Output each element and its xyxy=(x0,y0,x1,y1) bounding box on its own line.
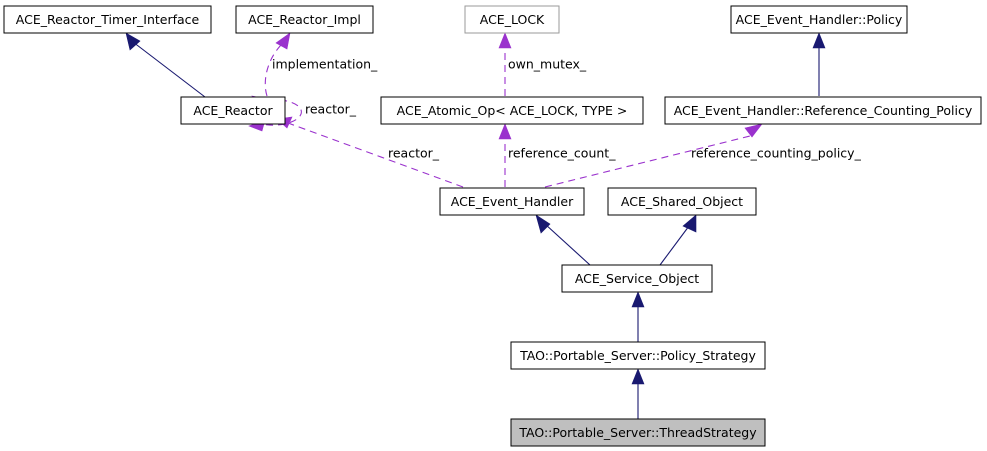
node-label-ace-service-object: ACE_Service_Object xyxy=(575,271,699,286)
node-label-ace-reactor-impl: ACE_Reactor_Impl xyxy=(248,12,361,27)
edge-reactor-to-timer-interface xyxy=(125,32,206,98)
node-ace-reactor-impl[interactable]: ACE_Reactor_Impl xyxy=(235,5,374,34)
edge-label-reference-counting-policy: reference_counting_policy_ xyxy=(691,146,862,161)
edge-reactor-to-reactor-impl xyxy=(264,32,291,97)
edge-layer xyxy=(125,32,826,419)
edge-thread-strategy-to-policy-strategy xyxy=(631,368,645,419)
node-label-ace-lock: ACE_LOCK xyxy=(480,12,545,27)
node-ace-lock[interactable]: ACE_LOCK xyxy=(464,5,560,34)
edge-event-handler-to-atomic-op xyxy=(498,123,512,187)
node-tao-policy-strategy[interactable]: TAO::Portable_Server::Policy_Strategy xyxy=(510,341,766,370)
node-ace-reactor[interactable]: ACE_Reactor xyxy=(180,96,286,125)
edge-refcount-policy-to-eh-policy xyxy=(812,32,826,96)
edge-label-reactor: reactor_ xyxy=(388,146,440,161)
node-label-ace-shared-object: ACE_Shared_Object xyxy=(621,194,743,209)
node-ace-event-handler-policy[interactable]: ACE_Event_Handler::Policy xyxy=(730,5,908,34)
node-ace-atomic-op[interactable]: ACE_Atomic_Op< ACE_LOCK, TYPE > xyxy=(380,96,644,125)
edge-label-implementation: implementation_ xyxy=(272,57,378,72)
edge-label-reactor-self: reactor_ xyxy=(305,102,357,117)
edge-service-object-to-event-handler xyxy=(535,214,591,266)
edge-label-reference-count: reference_count_ xyxy=(508,146,616,161)
edge-event-handler-to-refcount-policy xyxy=(544,123,763,188)
node-ace-shared-object[interactable]: ACE_Shared_Object xyxy=(607,187,757,216)
node-ace-event-handler[interactable]: ACE_Event_Handler xyxy=(439,187,585,216)
node-label-tao-policy-strategy: TAO::Portable_Server::Policy_Strategy xyxy=(519,348,756,363)
node-layer: ACE_Reactor_Timer_Interface ACE_Reactor_… xyxy=(3,5,982,447)
node-label-tao-thread-strategy: TAO::Portable_Server::ThreadStrategy xyxy=(518,425,757,440)
edge-service-object-to-shared-object xyxy=(659,214,697,266)
node-ace-reactor-timer-interface[interactable]: ACE_Reactor_Timer_Interface xyxy=(3,5,212,34)
node-label-ace-event-handler-policy: ACE_Event_Handler::Policy xyxy=(736,12,903,27)
edge-atomic-op-to-ace-lock xyxy=(498,32,512,96)
node-tao-thread-strategy[interactable]: TAO::Portable_Server::ThreadStrategy xyxy=(510,418,766,447)
node-ace-event-handler-reference-counting-policy[interactable]: ACE_Event_Handler::Reference_Counting_Po… xyxy=(664,96,982,125)
edge-policy-strategy-to-service-object xyxy=(631,291,645,342)
node-label-ace-reactor: ACE_Reactor xyxy=(193,103,273,118)
edge-label-own-mutex: own_mutex_ xyxy=(508,57,587,72)
node-ace-service-object[interactable]: ACE_Service_Object xyxy=(561,264,713,293)
node-label-ace-event-handler: ACE_Event_Handler xyxy=(451,194,574,209)
node-label-reference-counting-policy: ACE_Event_Handler::Reference_Counting_Po… xyxy=(674,103,973,118)
node-label-ace-atomic-op: ACE_Atomic_Op< ACE_LOCK, TYPE > xyxy=(397,103,628,118)
edge-label-layer: implementation_ own_mutex_ reactor_ reac… xyxy=(272,57,862,161)
node-label-ace-reactor-timer-interface: ACE_Reactor_Timer_Interface xyxy=(16,12,200,27)
